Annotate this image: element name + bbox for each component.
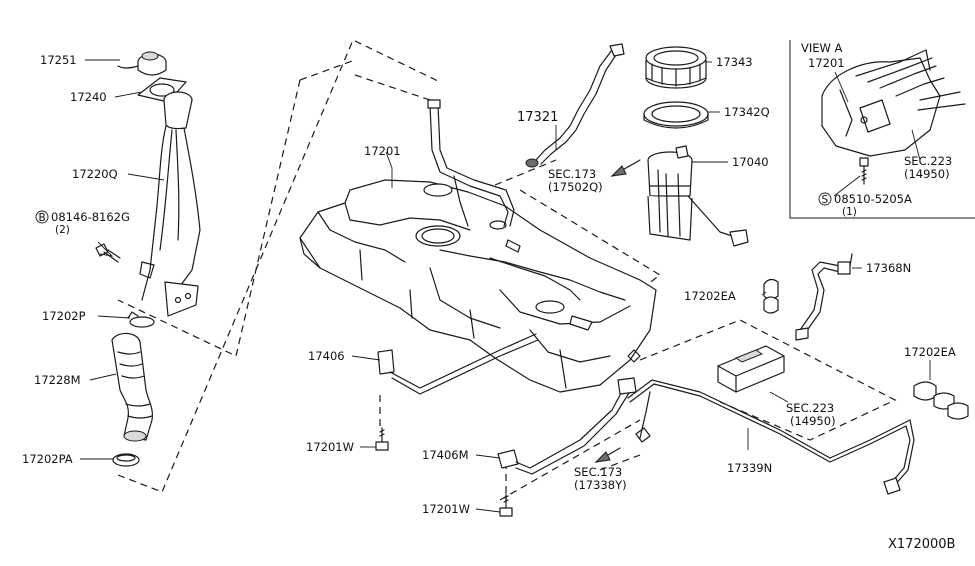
- label-sec173-b: SEC.173: [574, 465, 622, 479]
- bolt-17201w-upper: [375, 427, 389, 451]
- view-a-part: 17201: [808, 56, 845, 70]
- hose-clamp-17202p: [127, 311, 155, 328]
- label-17220q: 17220Q: [72, 167, 118, 181]
- label-17368n: 17368N: [866, 261, 911, 275]
- lock-ring: [645, 46, 707, 89]
- label-17339n: 17339N: [727, 461, 772, 475]
- bolt-08146: [95, 243, 121, 263]
- bolt-08146-prefix: B: [39, 212, 46, 224]
- view-a-sec223: SEC.223: [904, 154, 952, 168]
- part-labels: 17251 17240 17220Q B 08146-8162G (2) 172…: [22, 41, 956, 552]
- label-08146-qty: (2): [55, 224, 70, 236]
- label-17202ea-right: 17202EA: [904, 345, 956, 359]
- label-17406: 17406: [308, 349, 345, 363]
- view-a-bolt-qty: (1): [842, 206, 857, 218]
- label-sec173-a: SEC.173: [548, 167, 596, 181]
- hose-clamp-17202pa: [112, 453, 140, 467]
- view-a-bolt: 08510-5205A: [834, 192, 912, 206]
- fuel-pump-module: [647, 145, 749, 247]
- label-sec223: SEC.223: [786, 401, 834, 415]
- label-17342q: 17342Q: [724, 105, 770, 119]
- label-17202ea-left: 17202EA: [684, 289, 736, 303]
- filler-gasket: [137, 77, 187, 103]
- label-17201: 17201: [364, 144, 401, 158]
- tank-band-17406: [377, 333, 539, 395]
- view-a-sec223-sub: (14950): [904, 167, 950, 181]
- view-a-bolt-callout: S 08510-5205A (1): [818, 192, 912, 218]
- section-arrows: [594, 159, 641, 463]
- view-a-title: VIEW A: [801, 41, 843, 55]
- diagram-code: X172000B: [888, 537, 955, 552]
- label-sec173-a-sub: (17502Q): [548, 180, 603, 194]
- label-17406m: 17406M: [422, 448, 469, 462]
- label-17240: 17240: [70, 90, 107, 104]
- leader-lines: [80, 59, 931, 513]
- seal-ring: [643, 101, 709, 129]
- label-17321: 17321: [517, 110, 558, 125]
- clip-17202ea-right: [913, 381, 969, 420]
- label-sec173-b-sub: (17338Y): [574, 478, 627, 492]
- evap-tube: [627, 379, 915, 495]
- label-17251: 17251: [40, 53, 77, 67]
- label-17040: 17040: [732, 155, 769, 169]
- evap-canister: [717, 345, 785, 393]
- bolt-17201w-lower: [499, 493, 513, 517]
- view-a-inset: [789, 40, 975, 219]
- label-17228m: 17228M: [34, 373, 81, 387]
- vent-tube: [525, 43, 625, 168]
- label-08146-8162g: 08146-8162G: [51, 210, 130, 224]
- label-sec223-sub: (14950): [790, 414, 836, 428]
- bolt-08146-callout: B 08146-8162G (2): [35, 210, 130, 236]
- filler-hose: [111, 332, 153, 442]
- view-a-bolt-prefix: S: [822, 194, 829, 206]
- tank-band-17406m: [497, 377, 637, 475]
- label-17202p: 17202P: [42, 309, 86, 323]
- label-17201w-upper: 17201W: [306, 440, 354, 454]
- label-17343: 17343: [716, 55, 753, 69]
- vent-line-assembly: [795, 253, 853, 341]
- clip-17202ea-left: [763, 278, 779, 314]
- fuel-tank: [299, 99, 657, 393]
- label-17202pa: 17202PA: [22, 452, 73, 466]
- fuel-filler-cap: [117, 51, 167, 76]
- label-17201w-lower: 17201W: [422, 502, 470, 516]
- filler-tube: [139, 91, 201, 317]
